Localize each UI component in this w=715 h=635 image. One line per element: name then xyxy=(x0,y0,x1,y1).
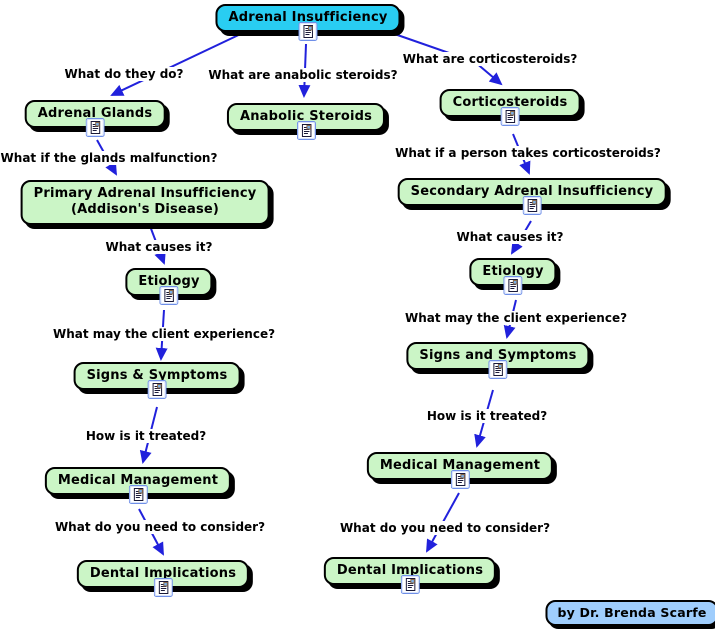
author-badge: by Dr. Brenda Scarfe xyxy=(545,600,715,626)
link-phrase-causes-right[interactable]: What causes it? xyxy=(453,230,567,245)
node-primary-adrenal-insufficiency[interactable]: Primary Adrenal Insufficiency (Addison's… xyxy=(20,180,270,225)
node-medical-management-left[interactable]: Medical Management xyxy=(44,467,232,504)
node-anabolic-steroids[interactable]: Anabolic Steroids xyxy=(226,103,386,140)
resource-document-icon[interactable] xyxy=(501,107,520,126)
node-medical-management-right[interactable]: Medical Management xyxy=(366,452,554,489)
node-dental-implications-right[interactable]: Dental Implications xyxy=(323,557,497,594)
resource-document-icon[interactable] xyxy=(296,121,315,140)
node-corticosteroids[interactable]: Corticosteroids xyxy=(439,89,581,126)
link-phrase-treated-left[interactable]: How is it treated? xyxy=(82,429,210,444)
link-phrase-causes-left[interactable]: What causes it? xyxy=(102,240,216,255)
link-phrase-consider-right[interactable]: What do you need to consider? xyxy=(336,521,554,536)
node-etiology-left[interactable]: Etiology xyxy=(125,268,213,305)
node-label-line2: (Addison's Disease) xyxy=(70,202,220,218)
node-signs-symptoms-left[interactable]: Signs & Symptoms xyxy=(73,362,241,399)
link-phrase-treated-right[interactable]: How is it treated? xyxy=(423,409,551,424)
node-adrenal-insufficiency[interactable]: Adrenal Insufficiency xyxy=(215,4,401,41)
resource-document-icon[interactable] xyxy=(504,276,523,295)
link-phrase-consider-left[interactable]: What do you need to consider? xyxy=(51,520,269,535)
resource-document-icon[interactable] xyxy=(154,578,173,597)
node-label-line1: Primary Adrenal Insufficiency xyxy=(33,186,257,201)
node-dental-implications-left[interactable]: Dental Implications xyxy=(76,560,250,597)
resource-document-icon[interactable] xyxy=(85,118,104,137)
resource-document-icon[interactable] xyxy=(451,470,470,489)
resource-document-icon[interactable] xyxy=(401,575,420,594)
resource-document-icon[interactable] xyxy=(488,360,507,379)
link-phrase-what-do-they-do[interactable]: What do they do? xyxy=(61,67,187,82)
node-signs-symptoms-right[interactable]: Signs and Symptoms xyxy=(406,342,590,379)
link-phrase-person-takes[interactable]: What if a person takes corticosteroids? xyxy=(392,146,664,161)
link-phrase-experience-left[interactable]: What may the client experience? xyxy=(49,327,279,342)
resource-document-icon[interactable] xyxy=(129,485,148,504)
link-phrase-what-are-cortico[interactable]: What are corticosteroids? xyxy=(399,52,581,67)
link-phrase-what-are-anabolic[interactable]: What are anabolic steroids? xyxy=(205,68,401,83)
resource-document-icon[interactable] xyxy=(298,22,317,41)
node-secondary-adrenal-insufficiency[interactable]: Secondary Adrenal Insufficiency xyxy=(397,178,667,215)
resource-document-icon[interactable] xyxy=(147,380,166,399)
resource-document-icon[interactable] xyxy=(522,196,541,215)
node-etiology-right[interactable]: Etiology xyxy=(469,258,557,295)
node-adrenal-glands[interactable]: Adrenal Glands xyxy=(24,100,166,137)
resource-document-icon[interactable] xyxy=(160,286,179,305)
link-phrase-glands-malfunction[interactable]: What if the glands malfunction? xyxy=(0,151,221,166)
link-phrase-experience-right[interactable]: What may the client experience? xyxy=(401,311,631,326)
